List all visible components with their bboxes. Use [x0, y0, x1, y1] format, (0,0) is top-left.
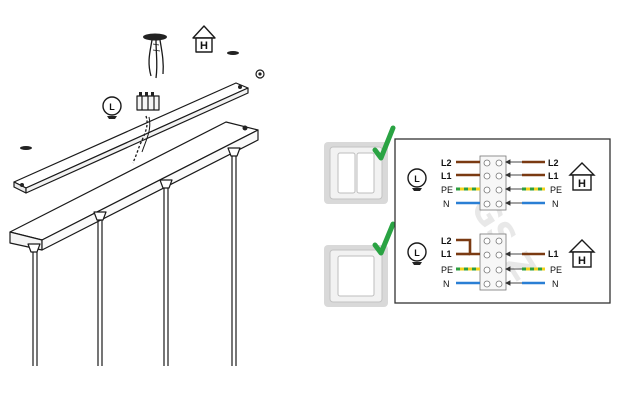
house-panel-bottom-label: H — [578, 255, 586, 267]
lamp-small-label: L — [109, 102, 115, 112]
label-bottom-left-2: PE — [441, 265, 453, 275]
wiring-panel: GS.Z L H L2 — [394, 138, 611, 304]
lamp-bottom-label: L — [414, 248, 420, 258]
house-symbol-panel-top: H — [568, 162, 596, 191]
earth-cable — [132, 115, 151, 164]
label-bottom-left-3: N — [443, 279, 450, 289]
mounting-bracket — [13, 82, 249, 194]
label-bottom-right-1: PE — [550, 265, 562, 275]
label-top-right-1: L1 — [548, 171, 559, 181]
house-top-label: H — [200, 40, 208, 52]
pendant-cable-1 — [27, 243, 41, 366]
label-top-left-2: PE — [441, 185, 453, 195]
lamp-top-label: L — [414, 174, 420, 184]
lamp-symbol-bottom: L — [407, 242, 427, 265]
label-bottom-right-2: N — [552, 279, 559, 289]
house-panel-top-label: H — [578, 178, 586, 190]
canopy-installation-drawing: L H — [9, 25, 265, 366]
label-top-left-1: L1 — [441, 171, 452, 181]
ceiling-hole-left — [20, 146, 32, 150]
label-top-left-3: N — [443, 199, 450, 209]
screw-nut — [255, 69, 265, 79]
double-switch — [324, 142, 388, 204]
pendant-cable-4 — [227, 147, 241, 366]
lamp-symbol-top: L — [407, 168, 427, 191]
check-icon-top — [372, 125, 396, 161]
ceiling-hole-right — [227, 51, 239, 55]
label-top-left-0: L2 — [441, 158, 452, 168]
label-bottom-right-0: L1 — [548, 249, 559, 259]
ceiling-cable-outlet — [143, 33, 167, 79]
pendant-cable-3 — [159, 179, 173, 366]
house-symbol-panel-bottom: H — [568, 239, 596, 268]
label-top-right-2: PE — [550, 185, 562, 195]
label-bottom-left-0: L2 — [441, 236, 452, 246]
label-top-right-3: N — [552, 199, 559, 209]
label-bottom-left-1: L1 — [441, 249, 452, 259]
check-icon-bottom — [372, 221, 396, 256]
label-top-right-0: L2 — [548, 158, 559, 168]
house-symbol-top: H — [192, 25, 216, 53]
wiring-diagram-double: L H L2 L1 PE N L2 L1 PE — [407, 155, 596, 211]
terminal-block — [136, 92, 160, 111]
wiring-diagram-single: L H L2 L1 PE N L1 PE N — [407, 233, 596, 291]
pendant-cable-2 — [93, 211, 107, 366]
single-switch — [324, 245, 388, 307]
lamp-symbol-small: L — [102, 96, 122, 119]
